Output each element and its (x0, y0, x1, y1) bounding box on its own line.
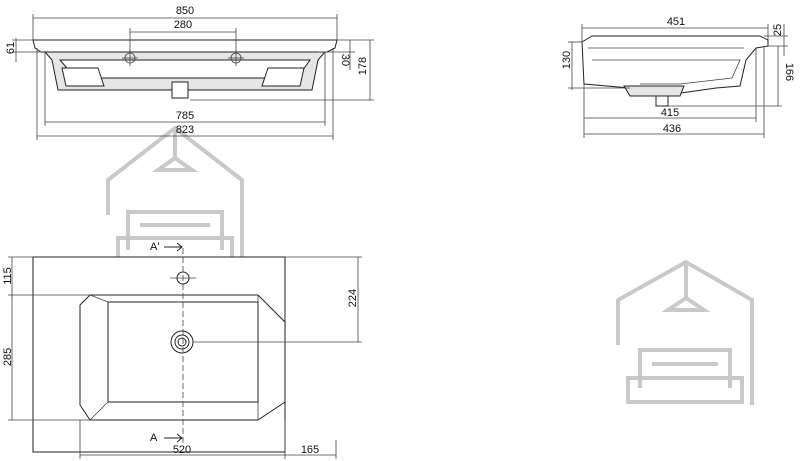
dim-front-overall-width: 850 (176, 5, 194, 17)
watermark-logo-top-left (106, 125, 244, 265)
dim-front-tap-spacing: 280 (174, 19, 192, 31)
dim-front-inner-width: 785 (176, 110, 194, 122)
dim-top-drain-depth: 224 (347, 289, 359, 307)
dim-top-left-depth: 285 (2, 348, 14, 366)
dim-front-outer-width: 823 (176, 124, 194, 136)
dim-side-right-height: 166 (783, 63, 795, 81)
dim-side-rim-right: 25 (772, 24, 784, 36)
dim-side-bowl-depth: 415 (661, 107, 679, 119)
dim-side-depth-top: 451 (667, 16, 685, 28)
dim-top-bowl-width: 520 (173, 444, 191, 456)
tap-hole-left-symbol (122, 50, 138, 66)
dim-top-top-margin: 115 (2, 267, 14, 285)
dim-front-top-offset: 30 (339, 54, 351, 66)
dim-side-base-depth: 436 (663, 123, 681, 135)
watermark-logo-bottom-right (616, 259, 754, 405)
dim-front-total-height: 178 (357, 57, 369, 75)
side-view: 451 25 130 166 415 436 (561, 16, 795, 138)
dim-top-right-margin: 165 (301, 444, 319, 456)
section-label-lower: A (150, 432, 158, 444)
dim-side-left-height: 130 (561, 51, 573, 69)
dim-front-rim-height: 61 (5, 42, 17, 54)
tap-hole-right-symbol (228, 50, 244, 66)
section-label-upper: A' (150, 241, 159, 253)
top-view: A' A 115 285 224 520 165 (2, 241, 362, 459)
front-view: 850 280 61 30 178 785 823 (5, 5, 374, 140)
